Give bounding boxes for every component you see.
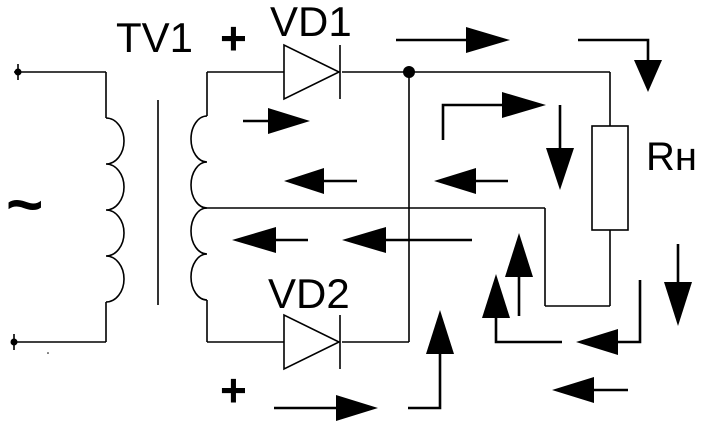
arrow-right-down-icon xyxy=(441,92,546,140)
arrow-right-icon xyxy=(274,395,378,421)
plus-sign-top: + xyxy=(220,12,247,64)
arrow-left-icon xyxy=(434,168,508,194)
arrow-down-icon xyxy=(664,244,692,326)
diode-vd2-label: VD2 xyxy=(268,270,350,317)
arrow-up-icon xyxy=(482,274,562,344)
diode-vd1-label: VD1 xyxy=(270,0,352,45)
diode-vd2 xyxy=(283,313,341,371)
arrow-left-icon xyxy=(342,227,472,253)
load-label: Rн xyxy=(646,135,697,179)
transformer-label: TV1 xyxy=(116,14,193,61)
primary-circuit xyxy=(10,64,125,354)
load-resistor xyxy=(591,125,629,231)
arrow-left-icon xyxy=(232,227,308,253)
arrow-down-icon xyxy=(546,105,574,190)
ac-source-symbol: ~ xyxy=(6,168,43,240)
arrow-left-icon xyxy=(552,377,628,403)
arrow-right-up-icon xyxy=(408,310,454,410)
arrow-up-icon xyxy=(505,233,533,316)
plus-sign-bottom: + xyxy=(220,364,247,416)
diode-vd1 xyxy=(283,43,341,101)
junction-dot xyxy=(403,66,415,78)
secondary-winding-lower xyxy=(190,207,208,301)
current-arrows xyxy=(232,27,692,421)
arrow-right-icon xyxy=(396,27,510,53)
primary-winding xyxy=(105,117,125,303)
arrow-down-left-icon xyxy=(576,280,642,355)
secondary-circuit xyxy=(190,66,629,343)
arrow-right-icon xyxy=(243,108,310,134)
arrow-right-down-icon xyxy=(578,38,662,92)
arrow-left-icon xyxy=(284,168,357,194)
secondary-winding-upper xyxy=(190,115,208,209)
